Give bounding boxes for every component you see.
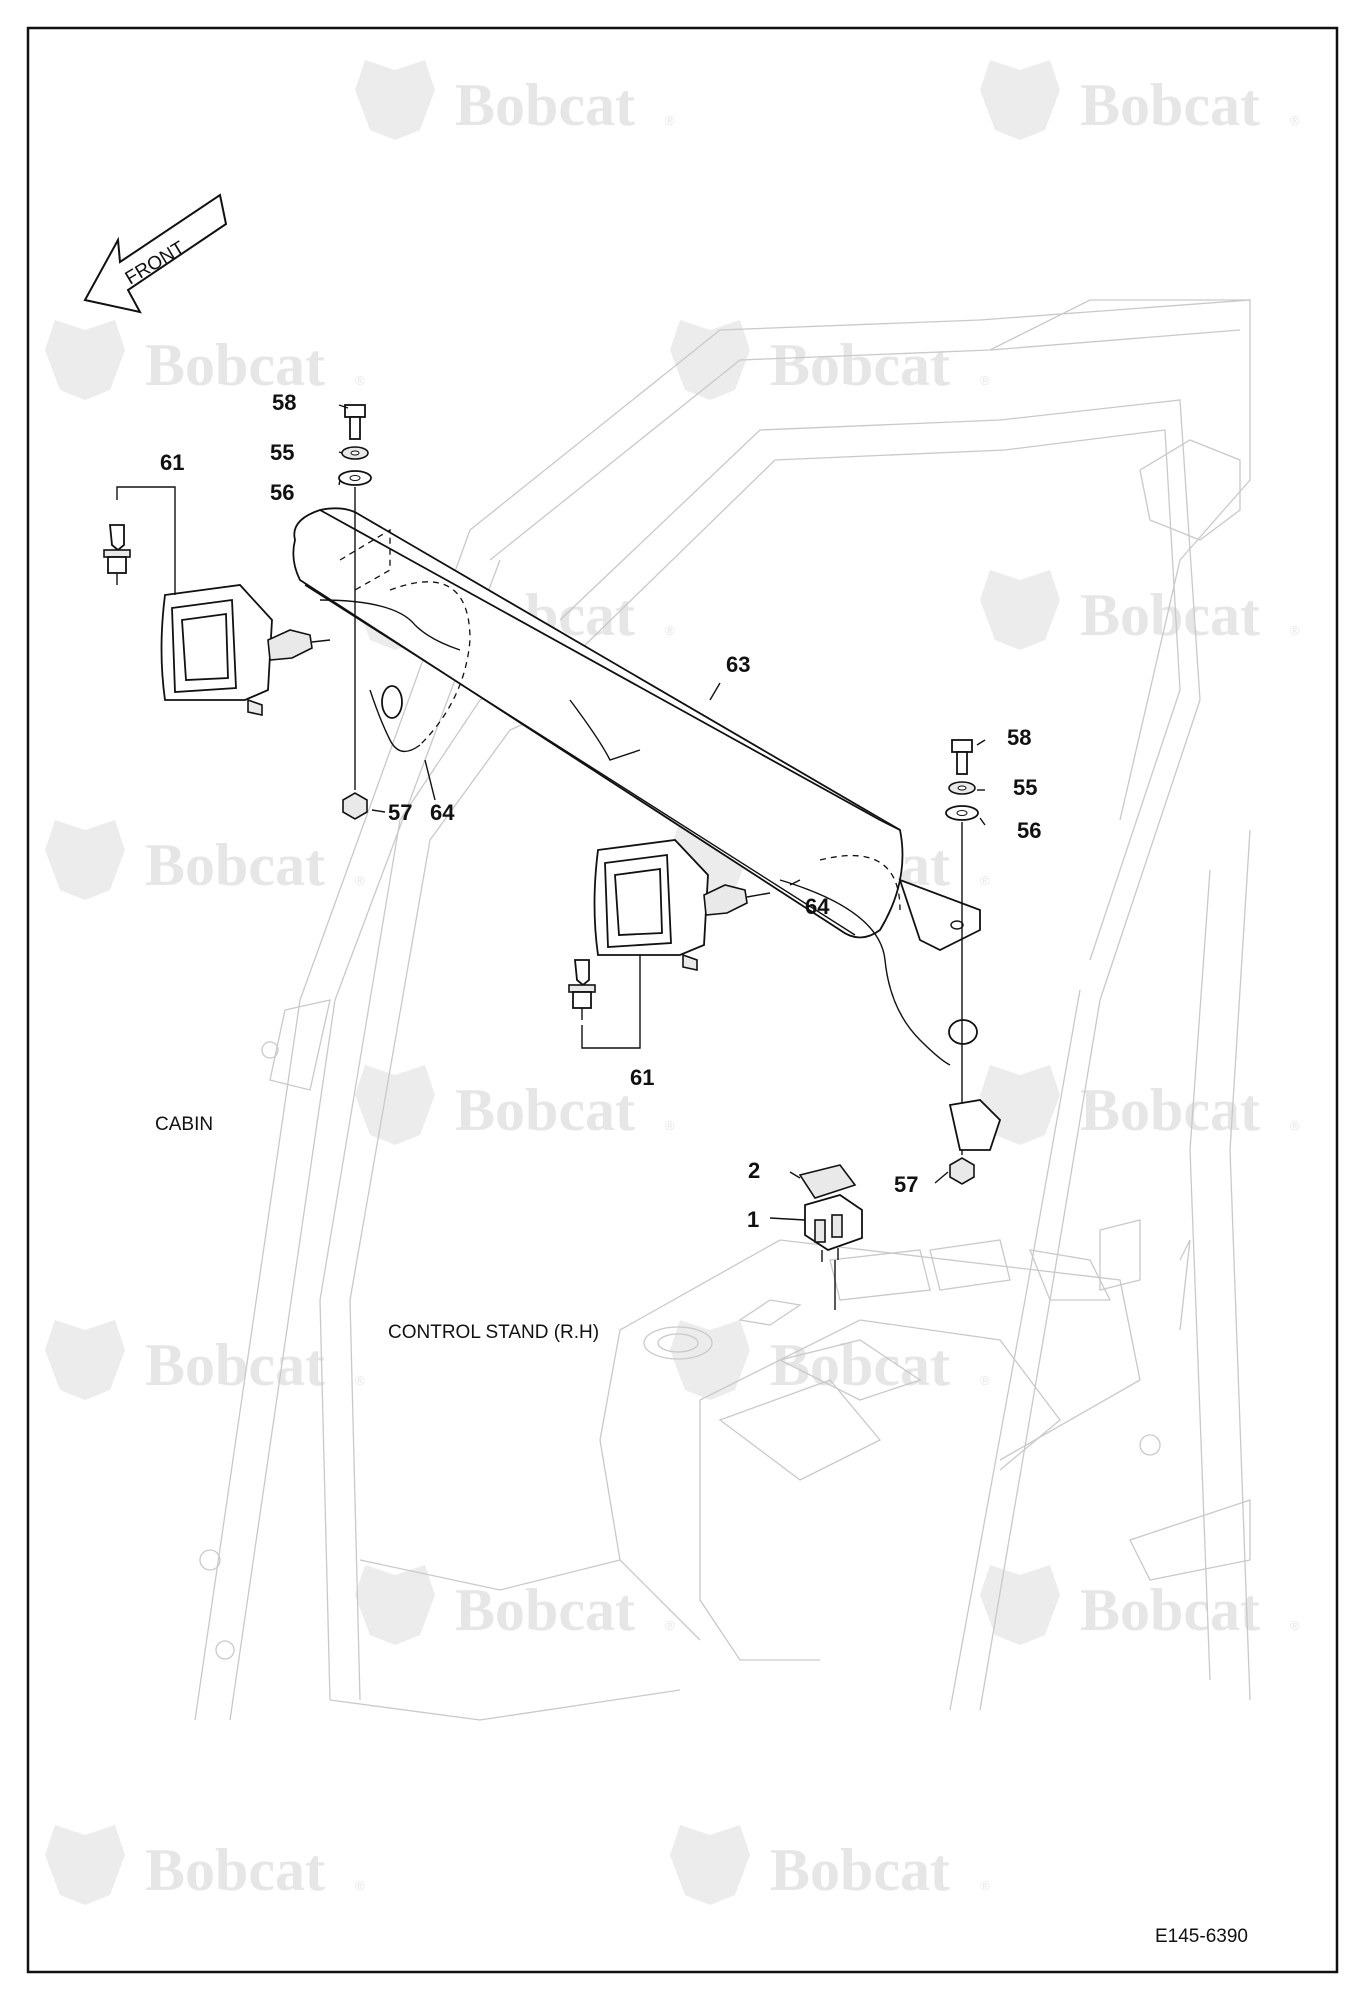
watermark-logo-icon xyxy=(670,320,750,400)
bulb-left xyxy=(103,524,131,585)
watermark-text: Bobcat xyxy=(145,1332,325,1398)
watermark-text: Bobcat xyxy=(1080,1577,1260,1643)
watermark: Bobcat ® xyxy=(980,60,1300,140)
control-stand-label: CONTROL STAND (R.H) xyxy=(388,1322,599,1343)
watermark-logo-icon xyxy=(355,1565,435,1645)
watermark: Bobcat ® xyxy=(980,1565,1300,1645)
watermark-text: Bobcat xyxy=(1080,582,1260,648)
reference-code: E145-6390 xyxy=(1155,1926,1248,1947)
callout-63: 63 xyxy=(726,652,750,677)
callout-1: 1 xyxy=(747,1207,759,1232)
watermark-text: Bobcat xyxy=(1080,1077,1260,1143)
watermark-text: Bobcat xyxy=(770,1332,950,1398)
watermark: Bobcat ® xyxy=(355,1565,675,1645)
watermark-registered-mark: ® xyxy=(665,623,675,638)
watermark-registered-mark: ® xyxy=(1290,623,1300,638)
watermark-logo-icon xyxy=(670,1825,750,1905)
watermark-text: Bobcat xyxy=(1080,72,1260,138)
watermark-registered-mark: ® xyxy=(980,1373,990,1388)
watermark-logo-icon xyxy=(45,1320,125,1400)
watermark-logo-icon xyxy=(45,1825,125,1905)
watermark-registered-mark: ® xyxy=(355,873,365,888)
callout-55-right: 55 xyxy=(1013,775,1037,800)
callout-58-right: 58 xyxy=(1007,725,1031,750)
watermark-registered-mark: ® xyxy=(665,1618,675,1633)
cabin-label: CABIN xyxy=(155,1114,213,1135)
watermark-registered-mark: ® xyxy=(355,1878,365,1893)
hardware-stack-left xyxy=(338,404,372,820)
watermark-logo-icon xyxy=(980,1565,1060,1645)
watermark-registered-mark: ® xyxy=(980,373,990,388)
callout-2: 2 xyxy=(748,1158,760,1183)
callout-56-right: 56 xyxy=(1017,818,1041,843)
watermark-registered-mark: ® xyxy=(980,873,990,888)
watermark-logo-icon xyxy=(980,1065,1060,1145)
watermark-text: Bobcat xyxy=(145,332,325,398)
watermark: Bobcat ® xyxy=(670,320,990,400)
wire-right xyxy=(779,879,951,1066)
watermark-registered-mark: ® xyxy=(1290,113,1300,128)
watermark-text: Bobcat xyxy=(770,1837,950,1903)
watermark-logo-icon xyxy=(355,1065,435,1145)
watermark-text: Bobcat xyxy=(145,1837,325,1903)
watermark-registered-mark: ® xyxy=(665,113,675,128)
callout-64-right: 64 xyxy=(805,894,830,919)
watermark: Bobcat ® xyxy=(45,320,365,400)
watermark-registered-mark: ® xyxy=(1290,1618,1300,1633)
watermark-registered-mark: ® xyxy=(1290,1118,1300,1133)
callout-61-left: 61 xyxy=(160,450,184,475)
grommet-left xyxy=(381,685,403,719)
leader-lines xyxy=(116,404,986,1221)
callout-58-left: 58 xyxy=(272,390,296,415)
callout-61-right: 61 xyxy=(630,1065,654,1090)
watermark: Bobcat ® xyxy=(670,1825,990,1905)
watermark: Bobcat ® xyxy=(980,1065,1300,1145)
rocker-switch xyxy=(798,1164,863,1310)
callout-56-left: 56 xyxy=(270,480,294,505)
callout-55-left: 55 xyxy=(270,440,294,465)
front-arrow: FRONT xyxy=(83,193,228,314)
watermark-text: Bobcat xyxy=(770,332,950,398)
work-light-left xyxy=(160,584,331,716)
watermark-text: Bobcat xyxy=(455,1577,635,1643)
watermark-logo-icon xyxy=(355,60,435,140)
work-light-right xyxy=(593,839,771,971)
watermark-logo-icon xyxy=(45,320,125,400)
hardware-stack-right xyxy=(945,739,1002,1185)
watermark: Bobcat ® xyxy=(980,570,1300,650)
watermark-registered-mark: ® xyxy=(355,373,365,388)
watermark-logo-icon xyxy=(980,570,1060,650)
grommet-right xyxy=(948,1019,978,1045)
cabin-outline xyxy=(194,299,1251,1721)
bulb-right xyxy=(568,959,596,1020)
watermark-layer: Bobcat®Bobcat®Bobcat®Bobcat®Bobcat®Bobca… xyxy=(45,60,1300,1905)
watermark-registered-mark: ® xyxy=(980,1878,990,1893)
watermark: Bobcat ® xyxy=(670,1320,990,1400)
callout-57-right: 57 xyxy=(894,1172,918,1197)
watermark: Bobcat ® xyxy=(45,1825,365,1905)
watermark-registered-mark: ® xyxy=(355,1373,365,1388)
watermark-registered-mark: ® xyxy=(665,1118,675,1133)
watermark-text: Bobcat xyxy=(455,72,635,138)
watermark-logo-icon xyxy=(670,1320,750,1400)
watermark: Bobcat ® xyxy=(45,1320,365,1400)
callout-labels: 61 58 55 56 57 64 63 58 55 56 64 61 2 1 … xyxy=(160,390,1041,1232)
light-bar-bracket xyxy=(292,507,981,952)
callout-57-left: 57 xyxy=(388,800,412,825)
watermark-text: Bobcat xyxy=(455,1077,635,1143)
page-frame xyxy=(26,26,1339,1974)
watermark: Bobcat ® xyxy=(45,820,365,900)
watermark: Bobcat ® xyxy=(355,1065,675,1145)
wire-left-drop xyxy=(369,689,421,753)
watermark-logo-icon xyxy=(980,60,1060,140)
watermark: Bobcat ® xyxy=(355,60,675,140)
watermark-logo-icon xyxy=(45,820,125,900)
callout-64-left: 64 xyxy=(430,800,455,825)
watermark-text: Bobcat xyxy=(145,832,325,898)
